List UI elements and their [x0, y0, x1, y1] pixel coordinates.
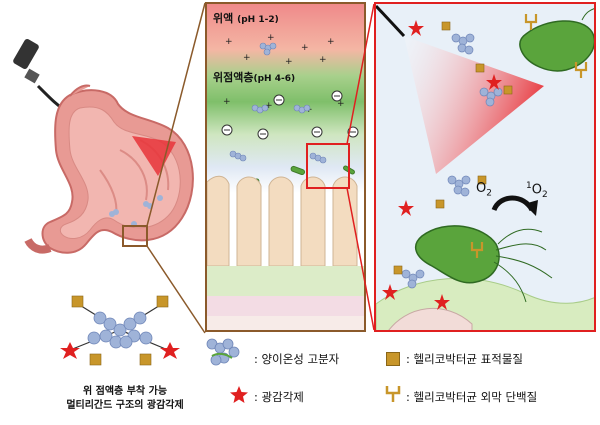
helicobacter-bacterium-top [519, 8, 594, 72]
singlet-superscript: 1 [526, 181, 532, 191]
gastric-juice-ph: (pH 1-2) [237, 15, 279, 25]
muscle-layer [207, 296, 364, 316]
reaction-arrowhead [524, 200, 538, 216]
mucus-panel: ++++ +++ ++++ [205, 2, 366, 332]
legend-hp-target: : 헬리코박터균 표적물질 [406, 352, 523, 366]
mucus-layer-label: 위점액층(pH 4-6) [213, 69, 295, 85]
singlet-oxygen-label: 1O2 [526, 181, 548, 200]
construct-caption: 위 점액층 부착 가능 멀티리간드 구조의 광감각제 [30, 385, 220, 413]
zoom-connectors-right [346, 3, 375, 331]
svg-text:+: + [223, 97, 231, 107]
legend-membrane-protein-icon [385, 386, 401, 402]
submucosa [207, 266, 364, 296]
singlet-oxygen-subscript: 2 [541, 189, 548, 200]
construct-caption-line2: 멀티리간드 구조의 광감각제 [66, 400, 184, 411]
svg-text:+: + [267, 33, 275, 43]
mucus-panel-drawing: ++++ +++ ++++ [207, 33, 364, 330]
svg-text:+: + [225, 37, 233, 47]
endoscope-tip [376, 4, 406, 38]
serosa [207, 316, 364, 330]
legend-photosensitizer: : 광감각제 [254, 390, 304, 404]
svg-text:+: + [285, 57, 293, 67]
singlet-oxygen-symbol: O [531, 182, 542, 198]
zoom-box-stomach [122, 225, 148, 247]
legend-cationic-polymer: : 양이온성 고분자 [254, 352, 340, 366]
svg-text:+: + [319, 55, 327, 65]
bacteria-panel-drawing [376, 4, 594, 330]
right-target-molecules [393, 21, 513, 275]
panel-polymer-clusters [229, 42, 327, 164]
construct-caption-line1: 위 점액층 부착 가능 [82, 386, 168, 397]
laser-cone [404, 36, 544, 174]
gastric-juice-label: 위액 (pH 1-2) [213, 10, 279, 26]
mucus-layer-ph: (pH 4-6) [253, 74, 296, 84]
zoom-connectors-left [146, 2, 206, 334]
right-membrane-proteins [470, 14, 588, 258]
mucus-layer-text: 위점액층 [213, 71, 254, 84]
svg-text:+: + [337, 99, 345, 109]
villi [207, 175, 358, 267]
right-photosensitizers [382, 20, 502, 310]
oxygen-subscript: 2 [486, 188, 492, 199]
oxygen-symbol: O [476, 181, 487, 196]
cell-nucleus [388, 307, 473, 330]
gastric-juice-text: 위액 [213, 12, 234, 25]
oxygen-label: O2 [476, 181, 492, 199]
laser-beam [132, 136, 176, 176]
svg-text:+: + [265, 101, 273, 111]
legend-hp-membrane-protein: : 헬리코박터균 외막 단백질 [406, 390, 538, 404]
svg-text:+: + [301, 43, 309, 53]
helicobacter-bacterium-large [414, 225, 553, 303]
multiligand-construct [60, 295, 180, 366]
legend-star-icon [230, 386, 248, 403]
svg-text:+: + [243, 53, 251, 63]
zoom-box-mucus [306, 143, 350, 189]
legend-polymer-icon [206, 338, 240, 366]
svg-text:+: + [327, 37, 335, 47]
stomach-illustration [13, 38, 194, 254]
legend-target-icon [386, 352, 400, 366]
bacteria-panel: O2 1O2 [374, 2, 596, 332]
